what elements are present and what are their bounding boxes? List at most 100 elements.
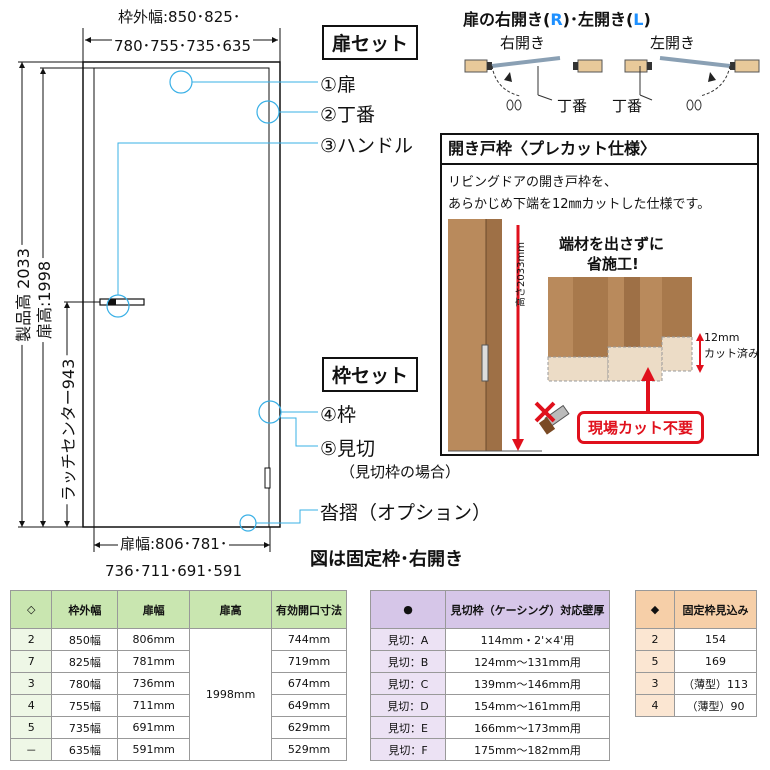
door-height-label: 扉高:1998 xyxy=(31,257,55,343)
table-row: 7 825幅 781mm 719mm xyxy=(9,650,347,673)
size-table-header-opening: 有効開口寸法 xyxy=(271,590,347,629)
table-row: 5 735幅 691mm 629mm xyxy=(9,716,347,739)
table-cell: 735幅 xyxy=(51,716,119,739)
swing-title-suffix: ) xyxy=(643,10,651,29)
right-open-label: 右開き xyxy=(500,34,546,52)
frame-width-label-2: 780･755･735･635 xyxy=(112,35,254,56)
size-table-header-frame-width: 枠外幅 xyxy=(51,590,119,629)
table-cell: 見切：E xyxy=(370,716,446,739)
table-cell: 見切：F xyxy=(370,738,446,761)
precut-callout-2: 省施工! xyxy=(587,255,639,273)
table-row: 5 169 xyxy=(635,650,757,673)
fixed-frame-table: ◆ 固定枠見込み 2 154 5 169 3 （薄型）113 4 （薄型）90 xyxy=(635,590,757,717)
part-handle: ③ハンドル xyxy=(320,135,414,157)
table-cell: 825幅 xyxy=(51,650,119,673)
table-row: － 635幅 591mm 529mm xyxy=(9,738,347,761)
table-cell: 649mm xyxy=(271,694,347,717)
table-cell: 719mm xyxy=(271,650,347,673)
swing-title-prefix: 扉の右開き( xyxy=(463,10,551,29)
swing-diagram xyxy=(464,56,760,111)
table-cell-shared-height: 1998mm xyxy=(189,628,273,761)
table-cell: 139mm～146mm用 xyxy=(445,672,610,695)
door-width-label-1: 扉幅:806･781･ xyxy=(118,533,230,554)
casing-table: ● 見切枠（ケーシング）対応壁厚 見切：A 114mm・2'×4'用 見切：B … xyxy=(370,590,610,761)
precut-desc-1: リビングドアの開き戸枠を、 xyxy=(448,175,618,190)
table-row: 4 （薄型）90 xyxy=(635,694,757,717)
table-cell: 781mm xyxy=(117,650,191,673)
table-cell: 4 xyxy=(635,694,675,717)
table-cell: 755幅 xyxy=(51,694,119,717)
table-cell: 5 xyxy=(9,716,53,739)
size-table-header-mark: ◇ xyxy=(9,590,53,629)
saw-icon xyxy=(534,401,570,435)
table-row: 見切：C 139mm～146mm用 xyxy=(370,672,610,695)
table-row: 見切：B 124mm～131mm用 xyxy=(370,650,610,673)
table-cell: 529mm xyxy=(271,738,347,761)
swing-title-l: L xyxy=(633,10,644,29)
table-cell: 169 xyxy=(674,650,757,673)
table-row: 2 154 xyxy=(635,628,757,651)
table-cell: 2 xyxy=(9,628,53,651)
table-cell: 7 xyxy=(9,650,53,673)
table-cell: 見切：D xyxy=(370,694,446,717)
part-casing: ⑤見切 xyxy=(320,438,376,460)
table-cell: 166mm～173mm用 xyxy=(445,716,610,739)
part-hinge: ②丁番 xyxy=(320,104,376,126)
door-set-title: 扉セット xyxy=(322,25,419,60)
table-cell: 4 xyxy=(9,694,53,717)
table-cell: 3 xyxy=(9,672,53,695)
table-cell: 806mm xyxy=(117,628,191,651)
table-cell: 5 xyxy=(635,650,675,673)
table-row: 4 755幅 711mm 649mm xyxy=(9,694,347,717)
table-cell: 591mm xyxy=(117,738,191,761)
table-cell: 2 xyxy=(635,628,675,651)
table-cell: － xyxy=(9,738,53,761)
part-frame: ④枠 xyxy=(320,404,357,426)
table-cell: 850幅 xyxy=(51,628,119,651)
table-cell: 736mm xyxy=(117,672,191,695)
hinge-right-label: 丁番 xyxy=(557,97,588,115)
precut-panel: 開き戸枠〈プレカット仕様〉 リビングドアの開き戸枠を、 あらかじめ下端を12㎜カ… xyxy=(440,133,759,456)
precut-desc-2: あらかじめ下端を12㎜カットした仕様です。 xyxy=(448,197,711,212)
precut-height-label: 高さ2033mm xyxy=(516,242,527,307)
table-row: 見切：D 154mm～161mm用 xyxy=(370,694,610,717)
size-table-header-door-width: 扉幅 xyxy=(117,590,191,629)
precut-illustration xyxy=(448,219,704,452)
precut-callout-1: 端材を出さずに xyxy=(559,235,665,253)
swing-title-r: R xyxy=(550,10,563,29)
table-row: 3 780幅 736mm 674mm xyxy=(9,672,347,695)
no-site-cut-badge: 現場カット不要 xyxy=(577,411,705,444)
left-open-label: 左開き xyxy=(650,34,696,52)
table-cell: 154 xyxy=(674,628,757,651)
table-row: 見切：F 175mm～182mm用 xyxy=(370,738,610,761)
table-cell: （薄型）113 xyxy=(674,672,757,695)
table-cell: 175mm～182mm用 xyxy=(445,738,610,761)
table-row: 3 （薄型）113 xyxy=(635,672,757,695)
table-cell: 見切：C xyxy=(370,672,446,695)
threshold-label: 沓摺（オプション） xyxy=(320,502,492,524)
table-cell: 見切：B xyxy=(370,650,446,673)
table-cell: 154mm～161mm用 xyxy=(445,694,610,717)
frame-width-label-1: 枠外幅:850･825･ xyxy=(118,8,241,26)
swing-title-mid: )･左開き( xyxy=(562,10,634,29)
table-cell: （薄型）90 xyxy=(674,694,757,717)
table-row: 見切：A 114mm・2'×4'用 xyxy=(370,628,610,651)
swing-title: 扉の右開き(R)･左開き(L) xyxy=(463,6,651,30)
table-row: 見切：E 166mm～173mm用 xyxy=(370,716,610,739)
precut-cut-2: カット済み xyxy=(704,347,759,360)
table-cell: 114mm・2'×4'用 xyxy=(445,628,610,651)
frame-set-title: 枠セット xyxy=(322,357,419,392)
precut-cut-1: 12mm xyxy=(704,331,740,344)
diagram-caption: 図は固定枠･右開き xyxy=(310,549,463,570)
part-door: ①扉 xyxy=(320,74,357,96)
door-width-label-2: 736･711･691･591 xyxy=(105,562,243,580)
latch-center-label: ラッチセンター943 xyxy=(55,355,79,505)
table-cell: 629mm xyxy=(271,716,347,739)
hinge-left-label: 丁番 xyxy=(612,97,643,115)
table-cell: 744mm xyxy=(271,628,347,651)
casing-note: （見切枠の場合） xyxy=(340,463,461,481)
casing-table-header-mark: ● xyxy=(370,590,446,629)
table-cell: 635幅 xyxy=(51,738,119,761)
table-row: 2 850幅 806mm 1998mm 744mm xyxy=(9,628,347,761)
table-cell: 691mm xyxy=(117,716,191,739)
